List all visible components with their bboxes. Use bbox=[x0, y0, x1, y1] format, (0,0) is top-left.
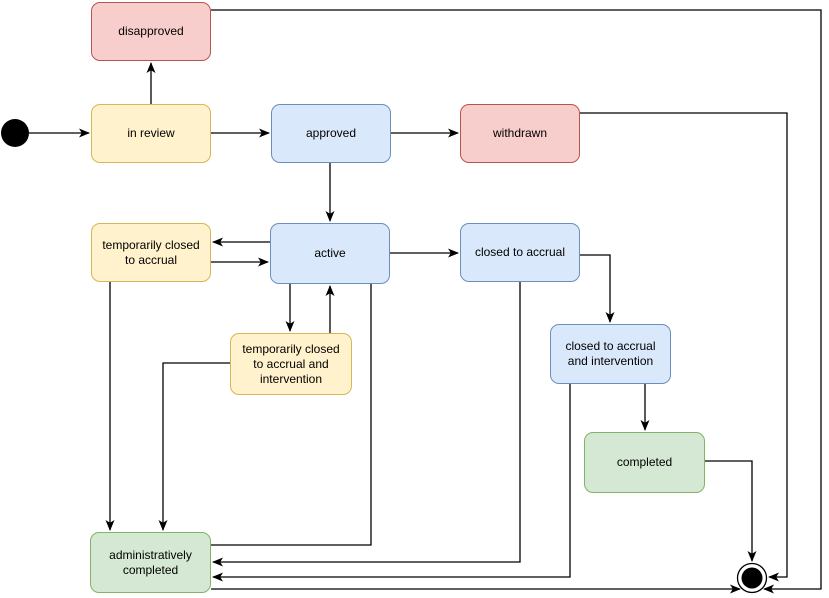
edge-withdrawn-to-final bbox=[580, 112, 788, 582]
edge-closed-to-accrual-to-closed-to-accrual-and-intervention bbox=[580, 254, 615, 323]
final-state-node[interactable] bbox=[736, 562, 768, 594]
state-node-closed-to-accrual-and-intervention[interactable]: closed to accrual and intervention bbox=[550, 324, 671, 384]
edge-temporarily-closed-to-accrual-and-intervention-to-administratively-completed bbox=[158, 362, 230, 531]
state-node-temporarily-closed-to-accrual-and-intervention[interactable]: temporarily closed to accrual and interv… bbox=[230, 333, 352, 395]
state-label-active: active bbox=[314, 246, 346, 260]
edge-closed-to-accrual-and-intervention-to-administratively-completed bbox=[212, 384, 571, 582]
state-node-closed-to-accrual[interactable]: closed to accrual bbox=[460, 223, 580, 282]
initial-state-node[interactable] bbox=[1, 119, 29, 147]
state-node-temporarily-closed-to-accrual[interactable]: temporarily closed to accrual bbox=[91, 223, 211, 282]
edge-disapproved-to-final bbox=[211, 9, 822, 594]
state-label-approved: approved bbox=[305, 126, 357, 140]
state-label-closed-to-accrual: closed to accrual bbox=[474, 245, 566, 259]
state-node-administratively-completed[interactable]: administratively completed bbox=[90, 532, 211, 593]
state-label-closed-to-accrual-and-intervention: closed to accrual and intervention bbox=[565, 339, 656, 368]
state-label-disapproved: disapproved bbox=[118, 24, 184, 38]
state-node-active[interactable]: active bbox=[270, 223, 390, 284]
state-label-administratively-completed: administratively completed bbox=[109, 547, 192, 577]
state-node-in-review[interactable]: in review bbox=[91, 104, 211, 163]
edge-completed-to-final bbox=[705, 460, 757, 562]
state-node-completed[interactable]: completed bbox=[584, 432, 705, 493]
state-label-in-review: in review bbox=[127, 126, 175, 140]
final-state-inner-dot bbox=[741, 567, 763, 589]
edge-active-to-administratively-completed bbox=[211, 284, 372, 546]
state-node-approved[interactable]: approved bbox=[271, 104, 391, 163]
state-label-completed: completed bbox=[616, 455, 673, 469]
state-label-withdrawn: withdrawn bbox=[492, 126, 548, 140]
state-node-withdrawn[interactable]: withdrawn bbox=[460, 104, 580, 163]
edge-closed-to-accrual-to-administratively-completed bbox=[212, 282, 521, 567]
state-label-temporarily-closed-to-accrual: temporarily closed to accrual bbox=[102, 237, 200, 267]
state-label-temporarily-closed-to-accrual-and-intervention: temporarily closed to accrual and interv… bbox=[242, 341, 340, 386]
state-node-disapproved[interactable]: disapproved bbox=[91, 2, 211, 61]
